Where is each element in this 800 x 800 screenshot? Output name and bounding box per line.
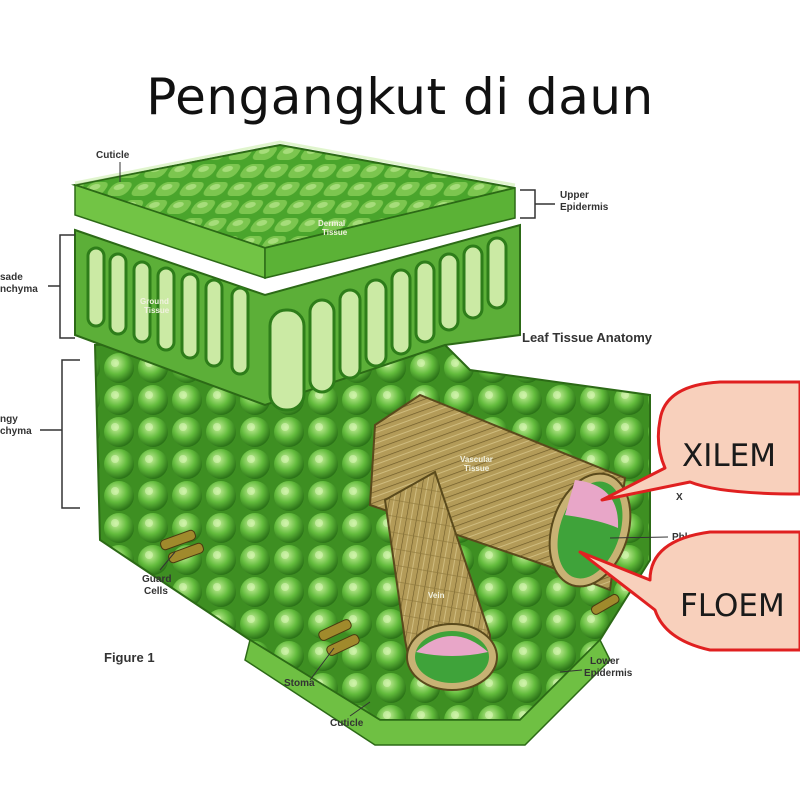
palisade-label-2: nchyma (0, 284, 38, 295)
palisade-label-1: sade (0, 272, 23, 283)
vascular-bundle (368, 393, 632, 691)
xylem-callout-text: XILEM (682, 438, 776, 474)
figure-label: Figure 1 (104, 650, 155, 665)
stoma-label: Stoma (284, 678, 315, 689)
leaf-block (71, 140, 651, 746)
spongy-label-1: ngy (0, 414, 18, 425)
spongy-label-2: chyma (0, 426, 32, 437)
ground-tissue-label-2: Tissue (144, 306, 170, 315)
slide-title: Pengangkut di daun (146, 68, 654, 126)
leaf-tissue-anatomy-caption: Leaf Tissue Anatomy (522, 330, 653, 345)
dermal-tissue-label-2: Tissue (322, 228, 348, 237)
lower-epidermis-label-2: Epidermis (584, 668, 633, 679)
external-labels: Cuticle Upper Epidermis sade nchyma ngy … (0, 150, 694, 729)
guard-cells-label-2: Cells (144, 586, 168, 597)
xylem-callout: XILEM (600, 380, 800, 502)
lower-epidermis-label-1: Lower (590, 656, 620, 667)
palisade-cells (86, 236, 508, 412)
vein-label: Vein (428, 591, 445, 600)
xylem-partial-label: X (676, 492, 683, 503)
vascular-tissue-label-2: Tissue (464, 464, 490, 473)
guard-cells-label-1: Guard (142, 574, 171, 585)
vascular-tissue-label-1: Vascular (460, 455, 493, 464)
phloem-callout-text: FLOEM (680, 588, 785, 624)
ground-tissue-label-1: Ground (140, 297, 169, 306)
cuticle-bottom-label: Cuticle (330, 718, 364, 729)
cuticle-top-label: Cuticle (96, 150, 130, 161)
dermal-tissue-label-1: Dermal (318, 219, 345, 228)
guard-cells (160, 529, 620, 656)
upper-epidermis-label-2: Epidermis (560, 202, 609, 213)
upper-epidermis-label-1: Upper (560, 190, 589, 201)
phloem-callout: FLOEM (578, 530, 800, 652)
